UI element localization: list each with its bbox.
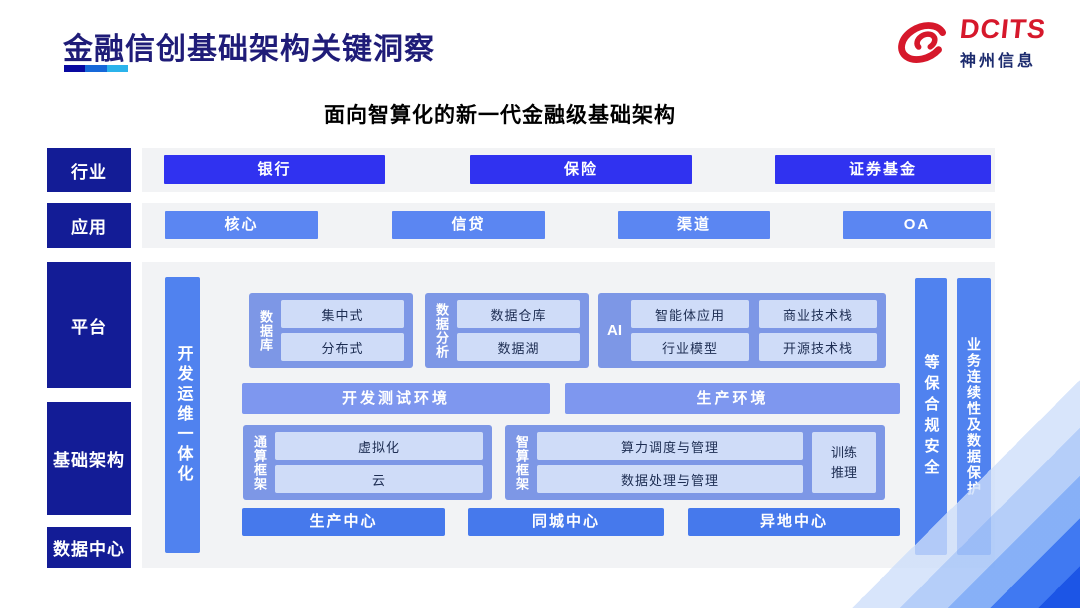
title-underline <box>64 65 128 72</box>
logo-swirl-icon <box>898 21 947 63</box>
center-same-city: 同城中心 <box>468 508 664 536</box>
group-ai-label: AI <box>607 322 622 339</box>
group-database: 数据库 集中式 分布式 <box>249 293 413 368</box>
chip-cloud: 云 <box>275 465 483 493</box>
env-bar-devtest: 开发测试环境 <box>242 383 550 414</box>
chip-centralized: 集中式 <box>281 300 404 328</box>
chip-agent-app: 智能体应用 <box>631 300 749 328</box>
vbar-devops-label: 开发运维一体化 <box>174 345 192 485</box>
framework-intelligent-chips: 算力调度与管理 数据处理与管理 <box>537 432 803 493</box>
underline-segment <box>85 65 107 72</box>
diagram-subtitle: 面向智算化的新一代金融级基础架构 <box>324 104 676 127</box>
logo-brand: DCITS <box>958 14 1048 44</box>
group-analytics-label: 数据分析 <box>434 302 450 359</box>
chip-commercial-stack: 商业技术栈 <box>759 300 877 328</box>
framework-general: 通算框架 虚拟化 云 <box>243 425 492 500</box>
underline-segment <box>106 65 128 72</box>
app-item-credit: 信贷 <box>392 211 545 239</box>
chip-data-warehouse: 数据仓库 <box>457 300 580 328</box>
side-label-datacenter: 数据中心 <box>47 527 131 568</box>
chip-data-lake: 数据湖 <box>457 333 580 361</box>
framework-general-chips: 虚拟化 云 <box>275 432 483 493</box>
framework-intelligent: 智算框架 算力调度与管理 数据处理与管理 训练 推理 <box>505 425 885 500</box>
chip-distributed: 分布式 <box>281 333 404 361</box>
industry-item-insurance: 保险 <box>470 155 692 184</box>
vbar-compliance-security: 等保合规安全 <box>915 278 947 555</box>
group-database-label: 数据库 <box>258 309 274 352</box>
vbar-compliance-security-label: 等保合规安全 <box>922 353 940 480</box>
vbar-business-continuity-label: 业务连续性及数据保护 <box>966 336 982 497</box>
group-database-chips: 集中式 分布式 <box>281 300 404 361</box>
chip-industry-model: 行业模型 <box>631 333 749 361</box>
industry-row: 银行 保险 证券基金 <box>142 148 995 192</box>
app-item-core: 核心 <box>165 211 318 239</box>
center-production: 生产中心 <box>242 508 445 536</box>
logo-text: DCITS 神州信息 <box>958 14 1048 71</box>
industry-item-bank: 银行 <box>164 155 385 184</box>
group-analytics: 数据分析 数据仓库 数据湖 <box>425 293 589 368</box>
vbar-business-continuity: 业务连续性及数据保护 <box>957 278 991 555</box>
logo-company: 神州信息 <box>960 53 1037 70</box>
group-analytics-chips: 数据仓库 数据湖 <box>457 300 580 361</box>
framework-general-label: 通算框架 <box>252 434 268 491</box>
industry-item-securities-funds: 证券基金 <box>775 155 991 184</box>
group-ai: AI 智能体应用 商业技术栈 行业模型 开源技术栈 <box>598 293 886 368</box>
underline-segment <box>64 65 86 72</box>
side-label-application: 应用 <box>47 203 131 248</box>
group-ai-chips: 智能体应用 商业技术栈 行业模型 开源技术栈 <box>631 300 877 361</box>
app-item-oa: OA <box>843 211 991 239</box>
side-label-industry: 行业 <box>47 148 131 192</box>
chip-compute-scheduling: 算力调度与管理 <box>537 432 803 460</box>
platform-panel: 开发运维一体化 数据库 集中式 分布式 数据分析 数据仓库 数据湖 AI 智能体… <box>142 262 995 568</box>
side-label-infrastructure: 基础架构 <box>47 402 131 515</box>
chip-open-source-stack: 开源技术栈 <box>759 333 877 361</box>
vbar-devops: 开发运维一体化 <box>165 277 200 553</box>
chip-training-inference: 训练 推理 <box>812 432 876 493</box>
chip-data-processing: 数据处理与管理 <box>537 465 803 493</box>
chip-virtualization: 虚拟化 <box>275 432 483 460</box>
dcits-logo: DCITS 神州信息 <box>891 14 1048 71</box>
application-row: 核心 信贷 渠道 OA <box>142 203 995 248</box>
app-item-channel: 渠道 <box>618 211 770 239</box>
env-bar-production: 生产环境 <box>565 383 900 414</box>
side-label-platform: 平台 <box>47 262 131 388</box>
page-title: 金融信创基础架构关键洞察 <box>63 33 435 66</box>
framework-intelligent-label: 智算框架 <box>514 434 530 491</box>
center-remote: 异地中心 <box>688 508 900 536</box>
